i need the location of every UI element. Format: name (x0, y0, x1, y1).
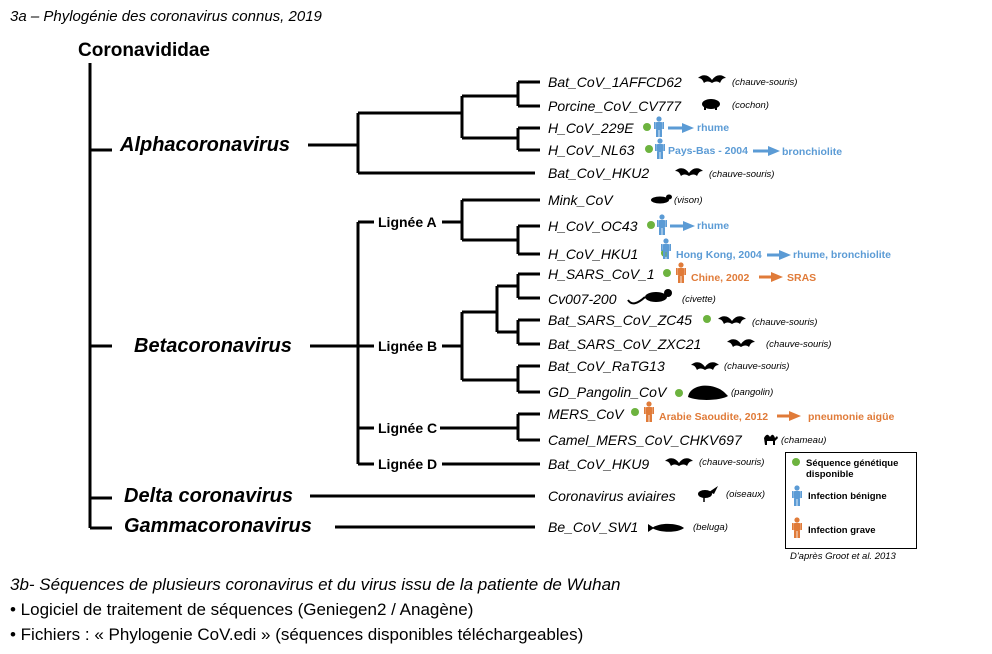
arrow-icon (777, 411, 801, 421)
lineage-d: Lignée D (378, 456, 437, 472)
host-label: (chauve-souris) (732, 77, 797, 88)
host-label: (beluga) (693, 522, 728, 533)
leaf-name: H_CoV_NL63 (548, 142, 635, 158)
legend-dot-icon (792, 458, 800, 466)
sequence-dot (645, 145, 653, 153)
bat-icon (727, 339, 755, 347)
bat-icon (665, 458, 693, 466)
host-label: (cochon) (732, 100, 769, 111)
host-label: (chauve-souris) (709, 169, 774, 180)
figure-caption: 3a – Phylogénie des coronavirus connus, … (10, 8, 322, 25)
genus-alpha: Alphacoronavirus (119, 134, 290, 156)
leaf-name: Coronavirus aviaires (548, 488, 676, 504)
bat-icon (698, 75, 726, 83)
sequence-dot (647, 221, 655, 229)
origin-label: Arabie Saoudite, 2012 (659, 411, 768, 423)
leaf-name: H_CoV_OC43 (548, 218, 638, 234)
host-label: (vison) (674, 195, 703, 206)
leaf-name: Camel_MERS_CoV_CHKV697 (548, 432, 743, 448)
leaf-name: Bat_CoV_1AFFCD62 (548, 74, 682, 90)
disease-label: SRAS (787, 272, 816, 284)
disease-label: pneumonie aigüe (808, 411, 895, 423)
section-b-title: 3b- Séquences de plusieurs coronavirus e… (10, 575, 621, 594)
leaf-name: Bat_SARS_CoV_ZXC21 (548, 336, 701, 352)
genus-beta: Betacoronavirus (134, 335, 292, 357)
sequence-dot (675, 389, 683, 397)
host-label: (oiseaux) (726, 489, 765, 500)
pig-icon (702, 99, 720, 110)
host-label: (chauve-souris) (724, 361, 789, 372)
legend-severe: Infection grave (808, 525, 876, 536)
host-label: (chauve-souris) (752, 317, 817, 328)
leaf-name: MERS_CoV (548, 406, 625, 422)
pangolin-icon (688, 385, 728, 400)
leaf-name: Bat_CoV_RaTG13 (548, 358, 665, 374)
human-benign-icon (654, 116, 664, 137)
genus-gamma: Gammacoronavirus (124, 515, 312, 537)
sequence-dot (643, 123, 651, 131)
leaf-name: Bat_CoV_HKU9 (548, 456, 649, 472)
lineage-a: Lignée A (378, 214, 437, 230)
beluga-icon (648, 523, 684, 532)
sequence-dot (703, 315, 711, 323)
legend-sequence-line2: disponible (806, 469, 854, 480)
bat-icon (718, 316, 746, 324)
section-b-bullet-1: • Logiciel de traitement de séquences (G… (10, 600, 474, 619)
source-credit: D'après Groot et al. 2013 (790, 551, 896, 562)
human-severe-icon (644, 401, 654, 422)
leaf-name: H_SARS_CoV_1 (548, 266, 655, 282)
civet-icon (627, 289, 672, 305)
bat-icon (691, 362, 719, 370)
arrow-icon (767, 250, 791, 260)
sequence-dot (631, 408, 639, 416)
human-benign-icon (655, 138, 665, 159)
root-label: Coronavididae (78, 40, 210, 61)
lineage-b: Lignée B (378, 338, 437, 354)
leaf-name: H_CoV_229E (548, 120, 634, 136)
leaf-name: H_CoV_HKU1 (548, 246, 638, 262)
camel-icon (764, 434, 778, 445)
lineage-c: Lignée C (378, 420, 437, 436)
mink-icon (651, 194, 672, 204)
bat-icon (675, 168, 703, 176)
arrow-icon (759, 272, 783, 282)
sequence-dot (663, 269, 671, 277)
legend-benign: Infection bénigne (808, 491, 887, 502)
legend-sequence-line1: Séquence génétique (806, 458, 898, 469)
leaf-name: Bat_CoV_HKU2 (548, 165, 649, 181)
arrow-icon (668, 123, 694, 133)
host-label: (chauve-souris) (766, 339, 831, 350)
host-label: (chauve-souris) (699, 457, 764, 468)
human-benign-icon (657, 214, 667, 235)
leaf-name: Be_CoV_SW1 (548, 519, 638, 535)
legend-severe-icon (792, 517, 802, 538)
leaf-name: Mink_CoV (548, 192, 614, 208)
human-severe-icon (676, 262, 686, 283)
bird-icon (698, 486, 718, 502)
disease-label: rhume (697, 220, 729, 232)
host-label: (civette) (682, 294, 716, 305)
origin-label: Pays-Bas - 2004 (668, 145, 748, 157)
disease-label: bronchiolite (782, 146, 842, 158)
origin-label: Hong Kong, 2004 (676, 249, 762, 261)
leaf-name: GD_Pangolin_CoV (548, 384, 668, 400)
section-b-bullet-2: • Fichiers : « Phylogenie CoV.edi » (séq… (10, 625, 584, 644)
disease-label: rhume, bronchiolite (793, 249, 891, 261)
legend-benign-icon (792, 485, 802, 506)
genus-delta: Delta coronavirus (124, 485, 293, 507)
leaf-name: Porcine_CoV_CV777 (548, 98, 682, 114)
host-label: (chameau) (781, 435, 826, 446)
legend-box: Séquence génétique disponible Infection … (785, 452, 917, 549)
disease-label: rhume (697, 122, 729, 134)
host-label: (pangolin) (731, 387, 773, 398)
origin-label: Chine, 2002 (691, 272, 750, 284)
arrow-icon (670, 221, 695, 231)
tree-branches (88, 63, 540, 530)
leaf-name: Bat_SARS_CoV_ZC45 (548, 312, 692, 328)
leaf-name: Cv007-200 (548, 291, 617, 307)
arrow-icon (753, 146, 780, 156)
